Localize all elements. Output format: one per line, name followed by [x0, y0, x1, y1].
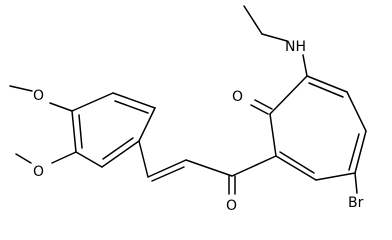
- bond-beta-aryl: [138, 140, 149, 178]
- chain-carbonyl-o-label: O: [226, 198, 237, 214]
- bond-c7-c1: [269, 75, 308, 115]
- enone-chain: [138, 140, 277, 195]
- bond-ar5-ar6: [75, 151, 103, 168]
- bond-ar2-ar3: [112, 92, 156, 109]
- bond-ar4-ar5: [71, 110, 77, 153]
- bond-alpha-beta: [147, 159, 187, 178]
- bond-ar2-ar3-inner: [114, 100, 149, 114]
- bond-c4-c5: [315, 172, 356, 181]
- bond-alpha-beta-inner: [151, 166, 185, 182]
- bond-o-top-ch3: [9, 85, 33, 92]
- bond-ar5-o-bottom: [51, 151, 77, 164]
- bond-ar6-ar1: [101, 140, 140, 168]
- ethyl-group: [243, 5, 288, 42]
- bond-n-c1: [302, 54, 308, 77]
- methoxy-bottom-o-label: O: [33, 164, 44, 180]
- bond-c4-br: [354, 172, 358, 194]
- bond-carbonyl-alpha: [185, 159, 233, 177]
- bond-ethyl-ch2-n: [261, 33, 288, 42]
- bond-ar4-o-top: [49, 102, 73, 112]
- bond-ring-carbonyl-b: [254, 99, 273, 110]
- methoxy-top: [9, 85, 73, 112]
- bond-ar6-ar1-inner: [102, 137, 134, 160]
- ring-carbonyl-o-label: O: [232, 89, 243, 105]
- bond-o-bottom-ch3: [15, 153, 32, 164]
- bond-c3-c4-inner: [348, 133, 360, 171]
- tropone-ring: [269, 75, 367, 181]
- bond-c6-carbonyl-c: [231, 155, 277, 177]
- bond-ar1-ar2: [138, 107, 156, 142]
- methoxy-top-o-label: O: [33, 88, 44, 104]
- bond-c6-c7: [269, 113, 277, 157]
- bond-c5-c6-inner: [279, 151, 315, 174]
- bond-ring-carbonyl-a: [250, 104, 269, 115]
- bond-c1-c2-inner: [308, 82, 344, 98]
- molecule-diagram: NH O O Br O O: [9, 5, 367, 214]
- bond-c2-c3: [346, 91, 367, 132]
- amine-nh-label: NH: [285, 39, 306, 55]
- bond-c5-c6: [275, 155, 317, 181]
- bond-c3-c4: [354, 130, 367, 174]
- methoxy-bottom: [15, 151, 77, 164]
- benzene-ring: [71, 92, 156, 168]
- bond-ar4-ar5-inner: [78, 114, 83, 149]
- bond-ar3-ar4: [71, 92, 114, 112]
- bromine-label: Br: [348, 195, 364, 211]
- bond-ethyl-ch3-ch2: [243, 5, 263, 35]
- bond-c1-c2: [306, 75, 348, 93]
